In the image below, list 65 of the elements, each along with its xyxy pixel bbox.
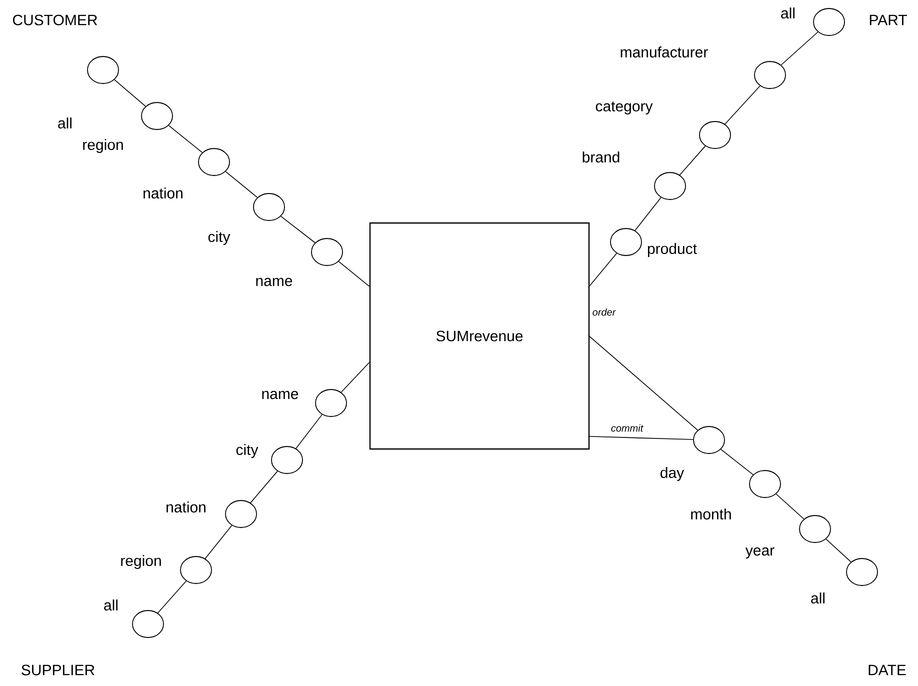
edge-label: order [591,307,617,317]
attribute-label: all [104,600,118,610]
fact-box: SUMrevenue [369,222,590,450]
attribute-circle [253,193,285,221]
connector-line [720,448,754,476]
attribute-circle [198,148,230,176]
attribute-circle [141,102,173,130]
attribute-label: nation [166,502,206,512]
dimension-name: DATE [868,664,906,676]
dimension-name: PART [870,14,907,26]
attribute-label: product [648,243,697,257]
connector-line [250,470,278,504]
dimension-name: SUPPLIER [22,664,94,676]
attribute-label: city [208,231,230,245]
attribute-label: category [596,102,653,114]
attribute-label: name [262,390,298,400]
attribute-label: nation [144,188,182,198]
attribute-label: all [58,118,72,128]
attribute-label: region [121,555,161,569]
attribute-label: city [236,444,258,458]
attribute-circle [654,172,686,200]
connector-line [679,146,706,176]
dimension-name: CUSTOMER [13,14,98,26]
connector-line [724,85,760,125]
attribute-label: name [256,278,292,286]
connector-line [780,32,818,66]
attribute-label: all [781,8,794,18]
connector-line [204,525,232,559]
attribute-label: day [660,467,684,481]
attribute-circle [799,515,831,543]
attribute-label: manufacturer [620,46,708,58]
attribute-label: region [83,139,123,153]
attribute-circle [754,61,786,89]
attribute-label: brand [582,152,620,162]
connector-line [225,171,258,198]
connector-line [776,494,804,520]
connector-line [157,580,187,614]
attribute-circle [610,228,642,256]
connector-line [588,252,618,288]
connector-line [296,414,322,449]
attribute-circle [315,389,347,417]
attribute-circle [225,500,257,528]
connector-line [340,362,370,393]
connector-line [826,538,852,562]
edge-label: commit [610,423,644,433]
attribute-circle [699,121,731,149]
attribute-label: all [811,592,824,604]
connector-line [634,197,662,231]
attribute-circle [271,446,303,474]
attribute-circle [846,558,878,586]
attribute-circle [693,426,725,454]
connector-line [338,261,370,287]
attribute-circle [87,56,119,84]
attribute-circle [132,610,164,638]
connector-line [280,216,316,244]
attribute-label: month [691,508,731,520]
attribute-label: year [745,547,774,559]
attribute-circle [813,8,845,36]
connector-line [114,79,146,107]
connector-line [588,436,694,440]
attribute-circle [749,470,781,498]
attribute-circle [180,556,212,584]
attribute-circle [311,238,343,266]
connector-line [168,125,203,153]
connector-line [588,335,698,431]
